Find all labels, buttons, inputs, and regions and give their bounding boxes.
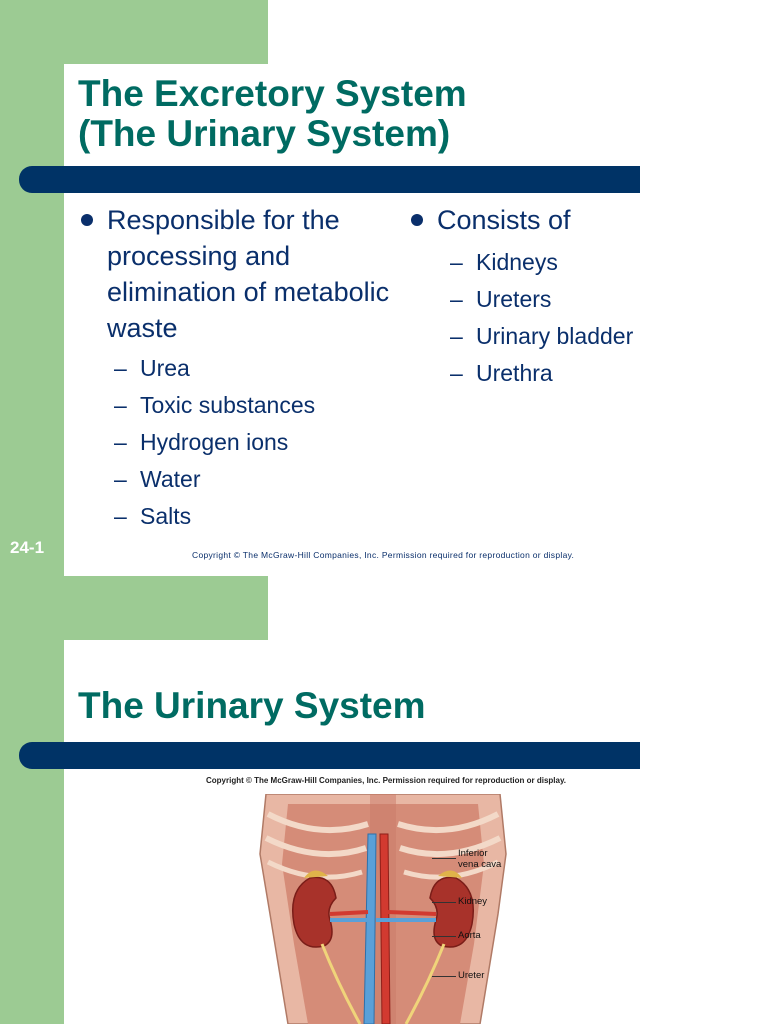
- green-side-strip: [0, 576, 64, 1024]
- list-item-label: Salts: [140, 503, 192, 529]
- list-item-label: Water: [140, 466, 201, 492]
- list-item: –Urethra: [442, 355, 738, 392]
- list-item-label: Hydrogen ions: [140, 429, 289, 455]
- waste-list: –Urea –Toxic substances –Hydrogen ions –…: [106, 350, 398, 535]
- bullet-dot-icon: [411, 214, 423, 226]
- organ-list: –Kidneys –Ureters –Urinary bladder –Uret…: [442, 244, 738, 392]
- list-item-label: Toxic substances: [140, 392, 316, 418]
- list-item: –Kidneys: [442, 244, 738, 281]
- copyright-notice: Copyright © The McGraw-Hill Companies, I…: [206, 776, 567, 785]
- title-divider-bar: [19, 166, 640, 193]
- label-line: vena cava: [458, 859, 502, 870]
- list-item: –Salts: [106, 498, 398, 535]
- slide-excretory-system: The Excretory System (The Urinary System…: [0, 0, 768, 576]
- dash-icon: –: [114, 466, 127, 492]
- dash-icon: –: [114, 429, 127, 455]
- bullet-text: Consists of: [437, 205, 571, 235]
- bullet-responsible: Responsible for the processing and elimi…: [78, 202, 398, 346]
- slide-title: The Excretory System (The Urinary System…: [78, 74, 467, 154]
- title-line-1: The Excretory System: [78, 73, 467, 114]
- list-item-label: Urea: [140, 355, 190, 381]
- list-item-label: Urethra: [476, 360, 553, 386]
- bullet-text: Responsible for the processing and elimi…: [107, 205, 390, 343]
- dash-icon: –: [114, 503, 127, 529]
- label-inferior-vena-cava: Inferior vena cava: [458, 848, 501, 870]
- dash-icon: –: [114, 392, 127, 418]
- title-divider-bar: [19, 742, 640, 769]
- slide-title: The Urinary System: [78, 686, 426, 726]
- dash-icon: –: [114, 355, 127, 381]
- dash-icon: –: [450, 360, 463, 386]
- leader-line: [432, 902, 456, 903]
- dash-icon: –: [450, 249, 463, 275]
- list-item: –Urea: [106, 350, 398, 387]
- list-item: –Ureters: [442, 281, 738, 318]
- label-kidney: Kidney: [458, 896, 488, 907]
- slide-content-panel: [64, 64, 768, 576]
- list-item-label: Ureters: [476, 286, 552, 312]
- list-item: –Urinary bladder: [442, 318, 738, 355]
- title-line-1: The Urinary System: [78, 685, 426, 726]
- label-ureter: Ureter: [458, 970, 485, 981]
- list-item: –Hydrogen ions: [106, 424, 398, 461]
- list-item: –Water: [106, 461, 398, 498]
- dash-icon: –: [450, 323, 463, 349]
- right-column: Consists of –Kidneys –Ureters –Urinary b…: [408, 202, 738, 392]
- bullet-consists-of: Consists of: [408, 202, 738, 238]
- label-line: Inferior: [458, 848, 488, 859]
- copyright-notice: Copyright © The McGraw-Hill Companies, I…: [192, 550, 575, 560]
- anatomy-labels: Inferior vena cava Kidney Aorta Ureter: [432, 848, 552, 1008]
- list-item-label: Kidneys: [476, 249, 558, 275]
- title-line-2: (The Urinary System): [78, 113, 451, 154]
- label-aorta: Aorta: [458, 930, 481, 941]
- slide-number: 24-1: [10, 538, 45, 557]
- bullet-dot-icon: [81, 214, 93, 226]
- list-item-label: Urinary bladder: [476, 323, 634, 349]
- green-side-strip: [0, 0, 64, 576]
- urinary-system-illustration: [259, 794, 507, 1024]
- leader-line: [432, 936, 456, 937]
- leader-line: [432, 976, 456, 977]
- left-column: Responsible for the processing and elimi…: [78, 202, 398, 535]
- slide-urinary-system: The Urinary System Copyright © The McGra…: [0, 576, 768, 1024]
- leader-line: [432, 858, 456, 859]
- dash-icon: –: [450, 286, 463, 312]
- list-item: –Toxic substances: [106, 387, 398, 424]
